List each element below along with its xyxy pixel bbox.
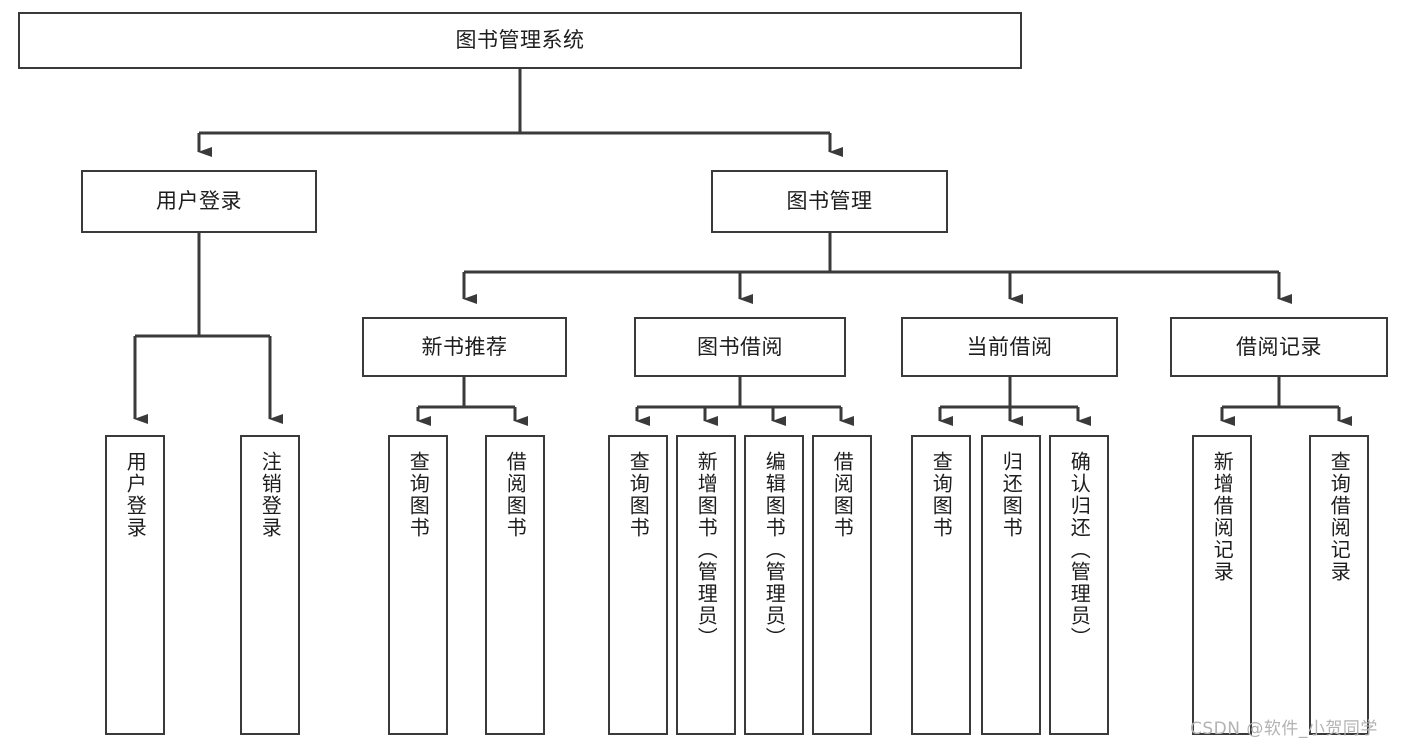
leaf-label: 查询图书: [406, 451, 431, 539]
leaf-query-books-borrowing[interactable]: 查询图书: [608, 435, 668, 735]
leaf-label: 确认归还（管理员）: [1067, 451, 1092, 649]
leaf-query-borrow-record[interactable]: 查询借阅记录: [1309, 435, 1369, 735]
node-label: 用户登录: [156, 189, 242, 214]
leaf-user-login[interactable]: 用户登录: [105, 435, 165, 735]
node-label: 图书借阅: [697, 334, 783, 359]
leaf-label: 新增图书（管理员）: [694, 451, 719, 649]
leaf-label: 借阅图书: [830, 451, 855, 539]
leaf-borrow-books-borrowing[interactable]: 借阅图书: [812, 435, 872, 735]
node-borrowing-records[interactable]: 借阅记录: [1170, 317, 1388, 377]
node-user-login[interactable]: 用户登录: [81, 170, 317, 233]
leaf-label: 归还图书: [999, 451, 1024, 539]
leaf-confirm-return-admin[interactable]: 确认归还（管理员）: [1049, 435, 1109, 735]
leaf-edit-book-admin[interactable]: 编辑图书（管理员）: [744, 435, 804, 735]
node-book-borrowing[interactable]: 图书借阅: [634, 317, 846, 377]
leaf-label: 查询借阅记录: [1327, 451, 1352, 583]
node-label: 当前借阅: [966, 334, 1053, 359]
node-label: 图书管理系统: [455, 28, 585, 53]
node-root-book-management-system[interactable]: 图书管理系统: [18, 12, 1022, 69]
node-new-book-recommendation[interactable]: 新书推荐: [362, 317, 567, 377]
node-label: 借阅记录: [1236, 334, 1322, 359]
leaf-label: 借阅图书: [503, 451, 528, 539]
node-label: 图书管理: [786, 189, 873, 214]
leaf-label: 注销登录: [258, 451, 283, 539]
leaf-add-borrow-record[interactable]: 新增借阅记录: [1192, 435, 1252, 735]
node-label: 新书推荐: [421, 334, 508, 359]
csdn-watermark: CSDN @软件_小贺同学: [1190, 719, 1378, 739]
leaf-borrow-books-recommendation[interactable]: 借阅图书: [485, 435, 545, 735]
leaf-label: 编辑图书（管理员）: [762, 451, 787, 649]
leaf-query-books-current[interactable]: 查询图书: [911, 435, 971, 735]
node-current-borrowing[interactable]: 当前借阅: [901, 317, 1118, 377]
leaf-add-book-admin[interactable]: 新增图书（管理员）: [676, 435, 736, 735]
leaf-label: 新增借阅记录: [1210, 451, 1235, 583]
leaf-return-books[interactable]: 归还图书: [981, 435, 1041, 735]
node-book-management[interactable]: 图书管理: [711, 170, 948, 233]
leaf-label: 查询图书: [929, 451, 954, 539]
leaf-logout[interactable]: 注销登录: [240, 435, 300, 735]
leaf-label: 查询图书: [626, 451, 651, 539]
leaf-label: 用户登录: [123, 451, 148, 539]
leaf-query-books-recommendation[interactable]: 查询图书: [388, 435, 448, 735]
